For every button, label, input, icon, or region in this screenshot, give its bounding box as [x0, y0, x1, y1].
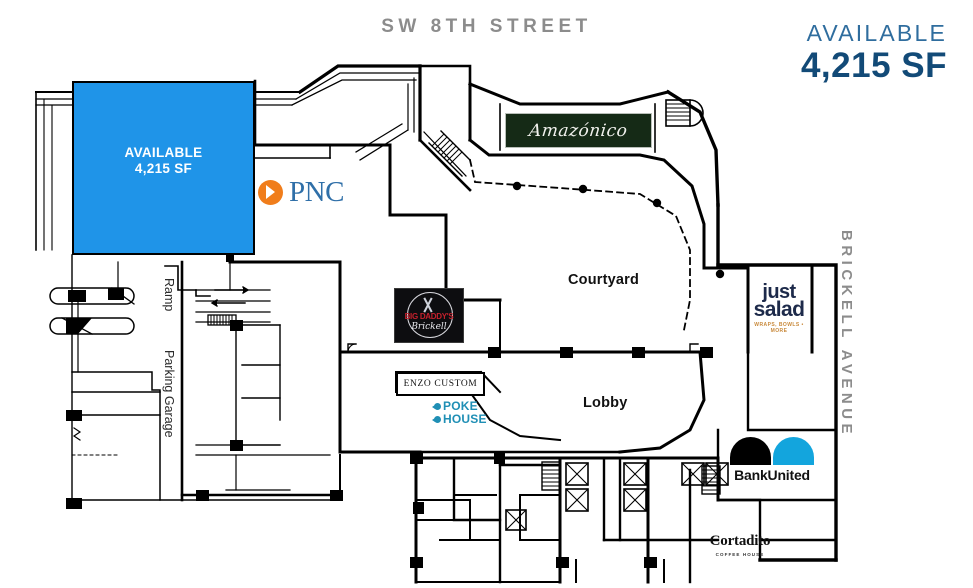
- tenant-label-just-salad-line-1: just: [762, 281, 796, 303]
- tenant-logo-just-salad[interactable]: just salad WRAPS, BOWLS • MORE: [748, 281, 810, 334]
- tenant-label-poke-house-line-1: POKE: [443, 399, 478, 413]
- area-label-courtyard: Courtyard: [568, 272, 640, 288]
- tenant-tagline-just-salad: WRAPS, BOWLS • MORE: [754, 322, 804, 334]
- fish-icon-2: [432, 416, 441, 424]
- available-suite-line-2: 4,215 SF: [134, 161, 193, 176]
- tenant-label-enzo-custom: ENZO CUSTOM: [403, 379, 478, 389]
- tenant-logo-poke-house[interactable]: POKE HOUSE: [432, 400, 488, 426]
- tenant-label-poke-house-line-2: HOUSE: [443, 412, 487, 426]
- tenant-logo-cortadito[interactable]: Cortadito COFFEE HOUSE: [700, 533, 780, 557]
- availability-square-feet: 4,215 SF: [800, 46, 947, 85]
- available-suite-line-1: AVAILABLE: [124, 145, 203, 160]
- area-label-lobby: Lobby: [583, 395, 628, 411]
- availability-word: AVAILABLE: [806, 20, 947, 46]
- tenant-label-just-salad-line-2: salad: [753, 298, 805, 321]
- tenant-label-amazonico: Amazónico: [528, 120, 629, 141]
- tenant-logo-pnc[interactable]: PNC: [258, 178, 344, 207]
- tenant-logo-bbq-restaurant[interactable]: BIG DADDY'S Brickell: [394, 288, 464, 343]
- crossed-utensils-icon: [415, 297, 443, 313]
- tenant-logo-bankunited[interactable]: BankUnited: [722, 437, 822, 483]
- tenant-tagline-cortadito: COFFEE HOUSE: [715, 552, 765, 557]
- availability-callout: AVAILABLE 4,215 SF: [801, 20, 947, 85]
- area-label-ramp: Ramp: [162, 278, 176, 312]
- pnc-arrow-icon: [258, 180, 283, 205]
- tenant-label-bankunited: BankUnited: [734, 467, 810, 483]
- poke-house-line-1-row: POKE: [432, 400, 488, 413]
- tenant-logo-enzo-custom[interactable]: ENZO CUSTOM: [396, 372, 485, 396]
- tenant-label-bbq-line-1: BIG DADDY'S: [404, 312, 454, 321]
- fish-icon: [432, 403, 441, 411]
- bankunited-arch-icon: [730, 437, 814, 465]
- tenant-logo-amazonico[interactable]: Amazónico: [505, 113, 652, 148]
- available-suite-text: AVAILABLE 4,215 SF: [74, 145, 253, 177]
- area-label-parking-garage: Parking Garage: [162, 350, 176, 438]
- tenant-label-cortadito: Cortadito: [709, 533, 771, 549]
- tenant-label-bbq-line-2: Brickell: [411, 322, 447, 332]
- available-suite-highlight[interactable]: AVAILABLE 4,215 SF: [72, 81, 255, 255]
- emblem-ring-icon: [407, 292, 453, 338]
- tenant-label-pnc: PNC: [289, 176, 344, 208]
- poke-house-line-2-row: HOUSE: [432, 413, 488, 426]
